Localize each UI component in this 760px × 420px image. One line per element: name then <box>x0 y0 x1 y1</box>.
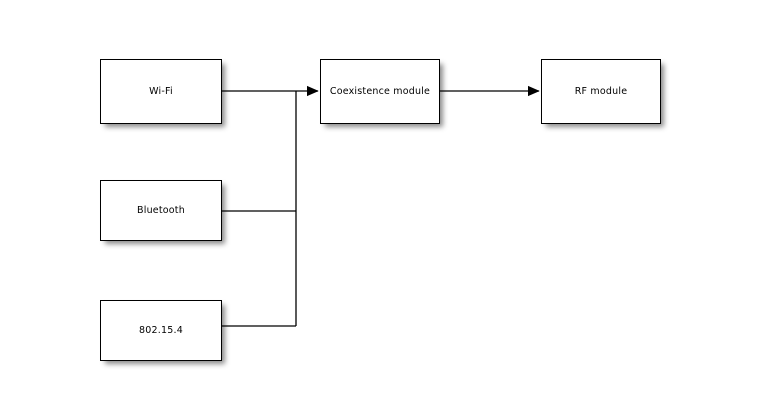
node-bluetooth[interactable]: Bluetooth <box>100 180 222 241</box>
node-wifi[interactable]: Wi-Fi <box>100 59 222 124</box>
node-wifi-label: Wi-Fi <box>149 85 173 97</box>
node-802-15-4[interactable]: 802.15.4 <box>100 300 222 361</box>
node-rf-module-label: RF module <box>574 85 628 97</box>
node-bluetooth-label: Bluetooth <box>137 204 185 216</box>
node-rf-module[interactable]: RF module <box>541 59 661 124</box>
node-802-15-4-label: 802.15.4 <box>139 324 183 336</box>
node-coexistence-module[interactable]: Coexistence module <box>320 59 440 124</box>
node-coexistence-module-label: Coexistence module <box>329 85 431 97</box>
